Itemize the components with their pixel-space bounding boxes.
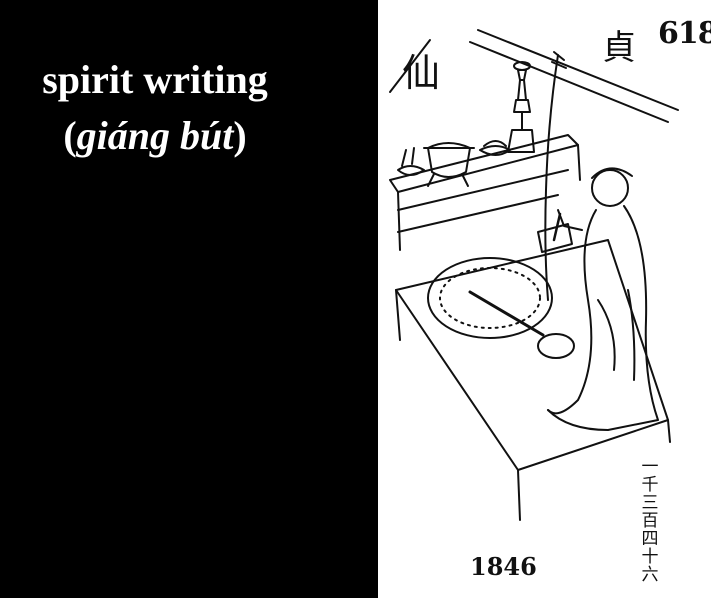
offering-plate [479, 145, 511, 156]
sand-tray-sand [439, 267, 541, 329]
figure-arm [557, 209, 583, 231]
ceiling-beam-line [477, 29, 679, 111]
paper-sheet [537, 223, 573, 253]
woodblock-illustration: 貞 仙 618 1846 一 千 三 百 四 十 六 [378, 0, 711, 598]
figure-robe-left [547, 209, 597, 415]
figure-head [591, 169, 629, 207]
count-char: 四 [641, 529, 659, 549]
vertical-count-label: 一 千 三 百 四 十 六 [640, 458, 660, 584]
count-char: 百 [641, 511, 659, 531]
hanging-string [544, 54, 559, 301]
string-knot [551, 51, 567, 69]
year-label: 1846 [470, 552, 537, 581]
sand-table-top [395, 239, 669, 471]
caption-panel: spirit writing (giáng bút) [0, 52, 310, 164]
altar-legs [397, 144, 581, 251]
altar-panel-lines [397, 169, 569, 233]
planchette-stick [468, 290, 545, 337]
count-char: 千 [641, 475, 659, 495]
figure-robe-right [547, 205, 659, 431]
caption-line-2: (giáng bút) [0, 108, 310, 164]
caption-close-paren: ) [233, 113, 247, 158]
sand-tray [427, 257, 553, 339]
spirit-writing-drawing [389, 29, 679, 521]
incense-burner-feet [427, 173, 469, 187]
incense-burner [427, 142, 471, 178]
caption-title: spirit writing (giáng bút) [0, 52, 310, 164]
ceiling-beam-line-2 [469, 41, 669, 123]
altar-top [389, 134, 579, 193]
label-char-right: 貞 [602, 28, 636, 68]
candle-top [513, 61, 531, 71]
planchette-head [537, 333, 575, 359]
figure-hat [591, 167, 633, 179]
plate-number: 618 [658, 16, 711, 51]
label-char-left: 仙 [402, 51, 441, 95]
wall-line [389, 39, 431, 93]
candlestick [507, 69, 535, 153]
offering-fruit [483, 140, 507, 147]
count-char: 三 [641, 493, 659, 513]
count-char: 一 [641, 457, 659, 477]
count-char: 十 [641, 547, 659, 567]
caption-line-1: spirit writing [42, 57, 268, 102]
caption-vietnamese-term: giáng bút [76, 113, 234, 158]
caption-open-paren: ( [63, 113, 77, 158]
count-char: 六 [641, 565, 659, 585]
flower-vase [397, 147, 425, 176]
robe-folds [597, 289, 636, 381]
sand-table-legs [395, 289, 671, 521]
